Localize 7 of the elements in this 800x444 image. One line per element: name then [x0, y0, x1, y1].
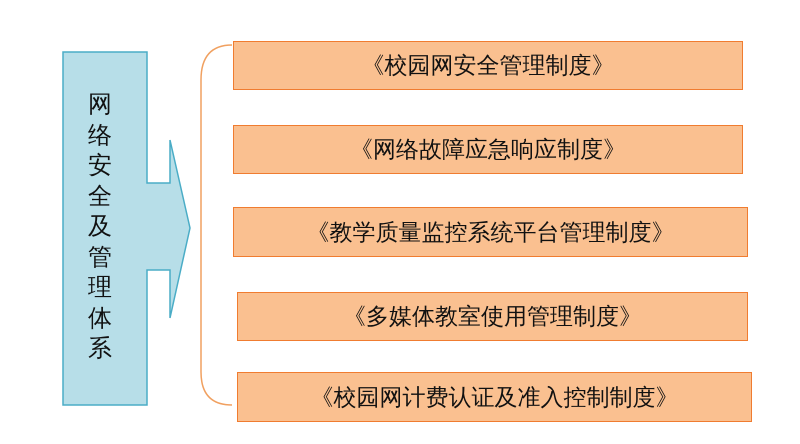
policy-box: 《网络故障应急响应制度》: [233, 125, 743, 174]
policy-box: 《校园网计费认证及准入控制制度》: [237, 372, 752, 422]
vertical-title: 网络安全及管理体系: [88, 89, 113, 364]
policy-box: 《教学质量监控系统平台管理制度》: [233, 207, 748, 257]
arrow-box: [62, 51, 192, 407]
policy-box: 《校园网安全管理制度》: [233, 41, 743, 90]
policy-box: 《多媒体教室使用管理制度》: [237, 292, 748, 341]
